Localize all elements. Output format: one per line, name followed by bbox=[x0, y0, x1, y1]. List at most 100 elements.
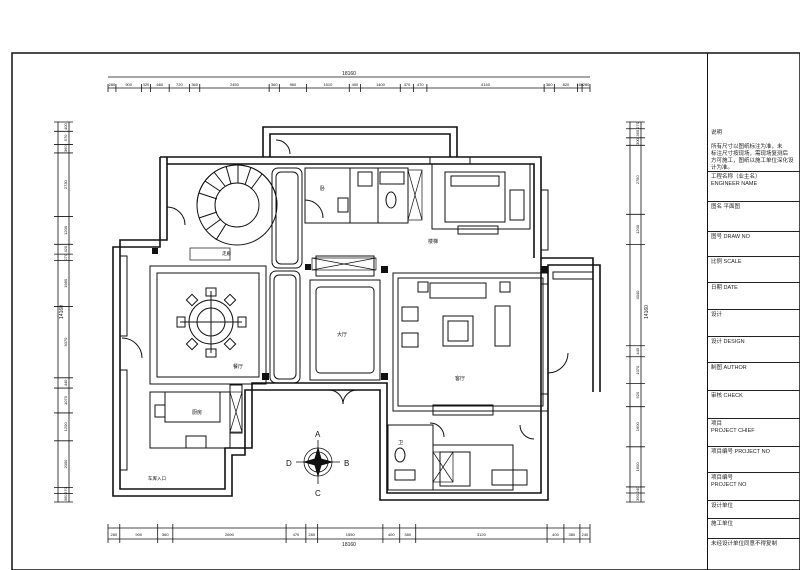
sheet-border bbox=[11, 52, 800, 570]
design-cell: 设计 DESIGN bbox=[708, 336, 800, 362]
dimension-label: 360 bbox=[546, 82, 553, 87]
dimension-label: 2690 bbox=[225, 532, 235, 537]
firm-cell-2: 施工单位 bbox=[708, 518, 800, 538]
compass-label-a: A bbox=[315, 430, 321, 439]
dimension-label: 400 bbox=[388, 532, 395, 537]
dimension-label: 1510 bbox=[323, 82, 333, 87]
dimension-label: 470 bbox=[293, 532, 300, 537]
dimension-label: 960 bbox=[290, 82, 297, 87]
scale-cell: 比例 SCALE bbox=[708, 256, 800, 282]
dimension-label: 470 bbox=[417, 82, 424, 87]
hatched-wall-segments bbox=[189, 169, 454, 483]
dimension-label: 2450 bbox=[230, 82, 240, 87]
dimension-label: 280 bbox=[583, 82, 590, 87]
top-total-dim: 18160 bbox=[342, 71, 356, 77]
dimension-label: 440 bbox=[63, 379, 68, 386]
footer-cell: 未经设计单位同意不得复制 bbox=[708, 538, 800, 570]
dimension-label: 900 bbox=[135, 532, 142, 537]
dimension-label: 470 bbox=[404, 82, 411, 87]
dimension-label: 1070 bbox=[635, 365, 640, 375]
dimension-label: 160 bbox=[576, 82, 583, 87]
dimension-label: 1400 bbox=[376, 82, 386, 87]
dimension-label: 280 bbox=[111, 532, 118, 537]
dimension-label: 570 bbox=[63, 134, 68, 141]
dimension-label: 420 bbox=[63, 245, 68, 252]
dimension-label: 820 bbox=[563, 82, 570, 87]
dimension-label: 2750 bbox=[635, 175, 640, 185]
drawing-name-cell: 图名 平面图 bbox=[708, 201, 800, 231]
compass-label-d: D bbox=[286, 459, 292, 468]
dimension-label: 400 bbox=[552, 532, 559, 537]
dimension-label: 380 bbox=[404, 532, 411, 537]
dimension-label: 440 bbox=[635, 347, 640, 354]
dimension-label: 1600 bbox=[635, 462, 640, 472]
project-no-cell: 项目编号 PROJECT NO bbox=[708, 446, 800, 472]
date-cell: 日期 DATE bbox=[708, 282, 800, 309]
dimension-label: 1600 bbox=[635, 422, 640, 432]
left-total-dim: 14160 bbox=[59, 305, 65, 319]
firm-cell-1: 设计单位 bbox=[708, 500, 800, 518]
dimension-label: 720 bbox=[176, 82, 183, 87]
notes-body: 所有尺寸以图纸标注为准，未 标注尺寸按现场，需现场复测后 方可施工，图纸以施工单… bbox=[711, 144, 794, 171]
dimension-label: 1200 bbox=[635, 224, 640, 234]
left-dimension-labels: 4005703602730120042027019803070440107012… bbox=[63, 123, 68, 502]
dimension-label: 240 bbox=[582, 532, 589, 537]
dimension-label: 360 bbox=[162, 532, 169, 537]
compass-label-c: C bbox=[315, 489, 321, 498]
dimension-label: 2000 bbox=[63, 459, 68, 469]
dimension-label: 360 bbox=[271, 82, 278, 87]
notes-title: 说明 bbox=[711, 130, 723, 136]
dimension-label: 400 bbox=[352, 82, 359, 87]
room-label-hall: 大厅 bbox=[337, 331, 347, 338]
check-cell: 审核 CHECK bbox=[708, 390, 800, 418]
dimension-label: 400 bbox=[63, 123, 68, 130]
project-no-label-cell: 项目编号 PROJECT NO bbox=[708, 472, 800, 500]
dimension-label: 1200 bbox=[63, 422, 68, 432]
dimension-lines bbox=[57, 76, 642, 540]
dimension-label: 4040 bbox=[635, 290, 640, 300]
dimension-label: 920 bbox=[635, 391, 640, 398]
compass-rose bbox=[296, 440, 340, 484]
dimension-ticks bbox=[54, 84, 645, 543]
title-block: 说明 所有尺寸以图纸标注为准，未 标注尺寸按现场，需现场复测后 方可施工，图纸以… bbox=[707, 53, 800, 570]
dimension-label: 1200 bbox=[63, 225, 68, 235]
room-label-stair-hall: 楼梯 bbox=[428, 238, 438, 245]
room-label-dining: 餐厅 bbox=[233, 363, 243, 370]
designer-cell: 设计 bbox=[708, 309, 800, 336]
dimension-label: 900 bbox=[125, 82, 132, 87]
interior-walls bbox=[119, 139, 594, 491]
dimension-label: 280 bbox=[109, 82, 116, 87]
dimension-label: 360 bbox=[63, 145, 68, 152]
title-block-notes: 说明 所有尺寸以图纸标注为准，未 标注尺寸按现场，需现场复测后 方可施工，图纸以… bbox=[708, 121, 800, 171]
garage-entry-note: 车库入口 bbox=[148, 475, 166, 482]
room-label-corridor: 走廊 bbox=[222, 250, 231, 257]
dimension-label: 1980 bbox=[63, 278, 68, 288]
dimension-label: 300 bbox=[635, 137, 640, 144]
dimension-label: 2730 bbox=[63, 179, 68, 189]
dimension-label: 360 bbox=[191, 82, 198, 87]
project-name-cell: 工程名称（业主名） ENGINEER NAME bbox=[708, 171, 800, 201]
project-chief-cell: 项目 PROJECT CHIEF bbox=[708, 418, 800, 446]
dimension-label: 3070 bbox=[63, 337, 68, 347]
dimension-label: 270 bbox=[63, 253, 68, 260]
author-cell: 制图 AUTHOR bbox=[708, 362, 800, 390]
dimension-label: 320 bbox=[143, 82, 150, 87]
dimension-label: 1070 bbox=[63, 395, 68, 405]
dimension-label: 360 bbox=[635, 129, 640, 136]
dimension-label: 270 bbox=[635, 121, 640, 128]
drawing-no-cell: 图号 DRAW NO bbox=[708, 231, 800, 256]
room-label-bath: 卫 bbox=[398, 440, 403, 446]
room-label-kitchen: 厨房 bbox=[192, 409, 202, 416]
dimension-label: 270 bbox=[63, 486, 68, 493]
room-label-bedroom: 卧 bbox=[320, 185, 325, 192]
right-total-dim: 14160 bbox=[644, 305, 650, 319]
bottom-total-dim: 18160 bbox=[342, 542, 356, 548]
dimension-label: 280 bbox=[308, 532, 315, 537]
dimension-label: 1550 bbox=[346, 532, 356, 537]
dimension-label: 360 bbox=[63, 494, 68, 501]
dimension-label: 240 bbox=[635, 486, 640, 493]
